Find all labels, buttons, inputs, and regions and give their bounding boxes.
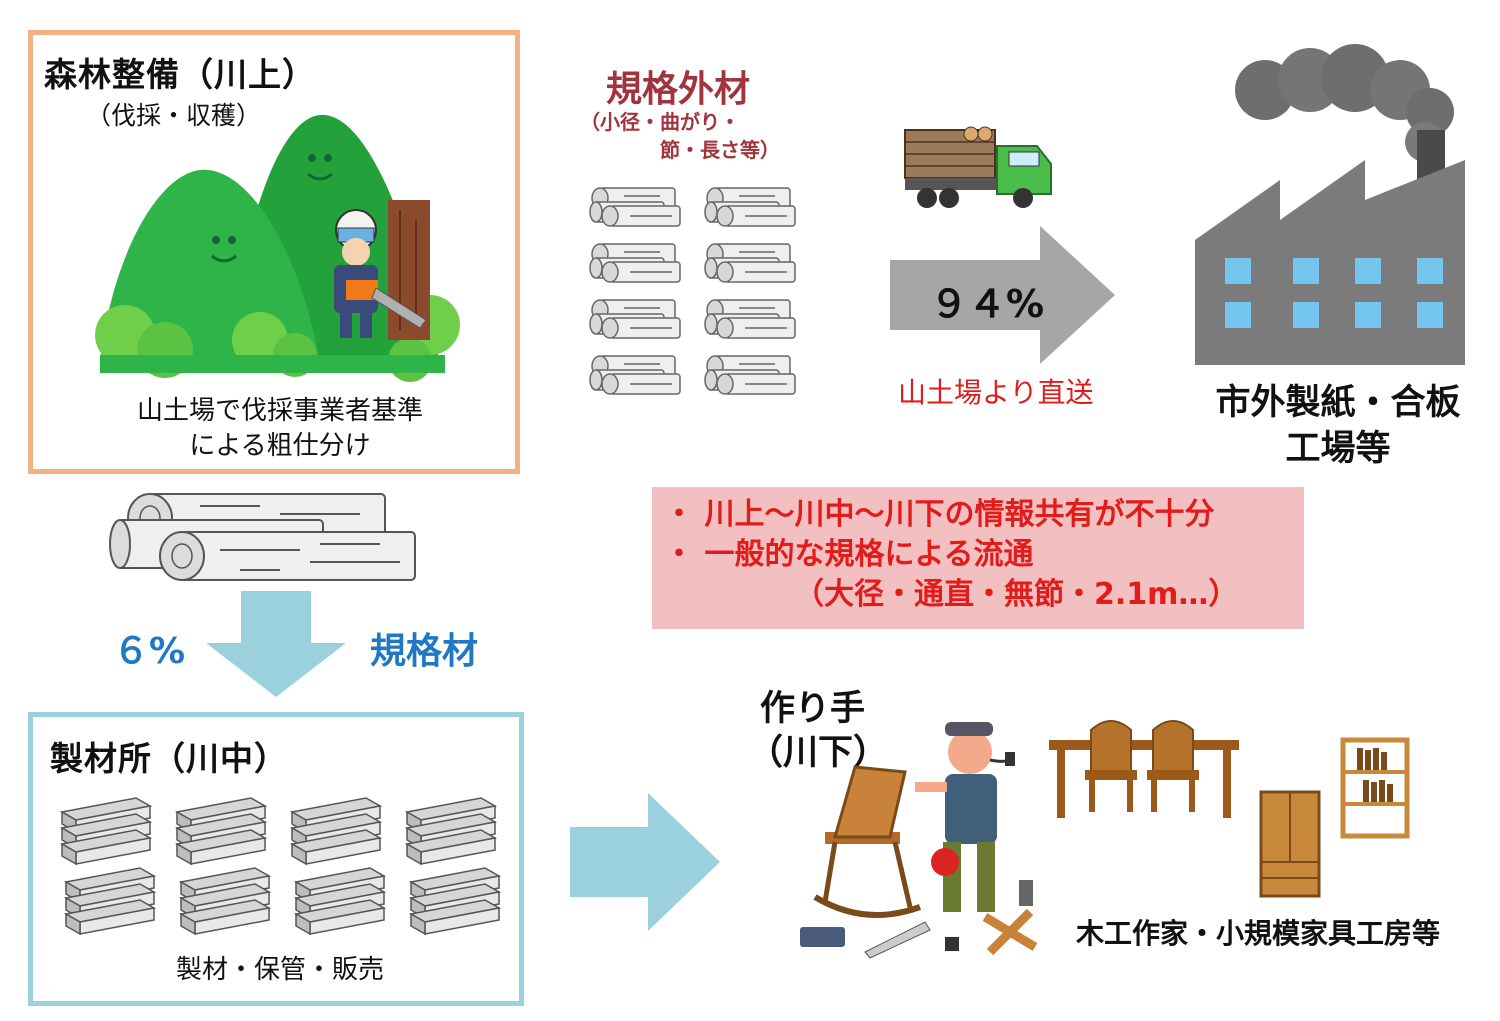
issues-box: ・ 川上～川中～川下の情報共有が不十分 ・ 一般的な規格による流通 （大径・通直… (652, 487, 1304, 629)
issue-line-1: ・ 川上～川中～川下の情報共有が不十分 (664, 497, 1215, 532)
sawmill-description: 製材・保管・販売 (175, 955, 384, 985)
upstream-description-line1: 山土場で伐採事業者基準 (136, 396, 423, 426)
upstream-title: 森林整備（川上） (44, 55, 316, 94)
upstream-subtitle: （伐採・収穫） (86, 101, 262, 130)
direct-shipment-arrow (890, 226, 1115, 364)
makers-label-line1: 作り手 (760, 689, 866, 729)
issue-line-2: ・ 一般的な規格による流通 (664, 537, 1034, 572)
makers-description: 木工作家・小規模家具工房等 (1076, 917, 1441, 950)
forest-illustration (95, 114, 460, 382)
standard-logs-icon (109, 493, 416, 581)
to-makers-arrow (570, 793, 720, 931)
nonstandard-title: 規格外材 (606, 69, 751, 110)
nonstandard-logs-icon (589, 187, 796, 395)
nonstandard-note-line1: （小径・曲がり・ (580, 110, 740, 134)
truck-icon (904, 126, 1052, 208)
down-arrow (206, 591, 346, 697)
sawmill-title: 製材所（川中） (50, 739, 288, 778)
makers-label-line2: （川下） (748, 733, 889, 773)
issue-line-3: （大径・通直・無節・2.1m…） (794, 577, 1239, 612)
direct-percent: ９４% (930, 282, 1045, 326)
factory-label-line2: 工場等 (1285, 429, 1391, 469)
factory-icon (1195, 44, 1465, 365)
lumber-stacks-icon (61, 797, 500, 935)
direct-label: 山土場より直送 (898, 376, 1094, 409)
standard-percent: ６% (113, 631, 186, 672)
furniture-illustration (1049, 720, 1410, 898)
standard-label: 規格材 (370, 631, 479, 672)
upstream-description-line2: による粗仕分け (189, 431, 371, 461)
craftsman-illustration (800, 722, 1038, 959)
factory-label-line1: 市外製紙・合板 (1215, 383, 1461, 423)
nonstandard-note-line2: 節・長さ等） (660, 138, 780, 162)
